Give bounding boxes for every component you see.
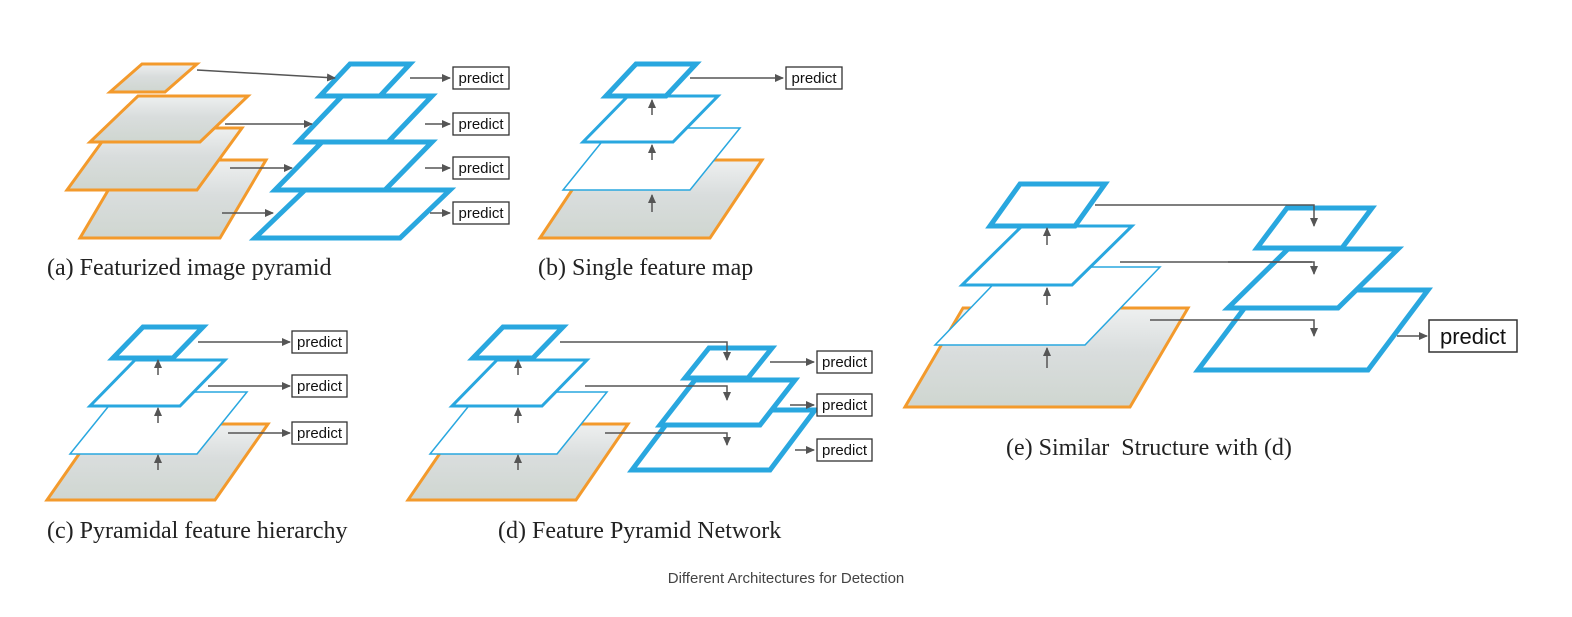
caption-a: (a) Featurized image pyramid [47,255,332,281]
arrow [196,69,336,82]
feature-map [985,181,1110,229]
diagram-a: predict predict predict predict (a) Feat… [47,61,510,281]
feature-map [86,358,229,408]
predict-box: predict [816,393,873,417]
diagram-c: predict predict predict (c) Pyramidal fe… [44,324,348,544]
caption-d: (d) Feature Pyramid Network [498,518,781,544]
svg-text:predict: predict [297,378,343,395]
predict-box: predict [452,201,510,225]
feature-map [269,139,438,193]
predict-box: predict [291,374,348,398]
predict-box: predict [452,156,510,180]
feature-map [600,61,702,99]
feature-map [1221,246,1405,311]
diagram-b: predict (b) Single feature map [537,61,843,281]
image-layer [106,62,201,94]
feature-map [292,93,438,145]
feature-map [958,224,1136,287]
svg-text:predict: predict [458,160,504,177]
arrow [585,385,731,401]
arrow [605,432,731,446]
svg-text:predict: predict [791,70,837,87]
svg-text:predict: predict [822,354,868,371]
feature-map [314,61,416,99]
feature-map [654,377,801,428]
arrow [1095,204,1318,227]
svg-text:predict: predict [297,334,343,351]
svg-text:predict: predict [297,425,343,442]
arrow [560,341,731,361]
image-layer [86,94,252,144]
feature-map [467,324,569,361]
svg-text:predict: predict [458,205,504,222]
predict-box: predict [816,438,873,462]
svg-text:predict: predict [822,397,868,414]
feature-map [679,345,778,381]
feature-map [579,94,722,144]
feature-map [1252,205,1377,251]
predict-box: predict [452,112,510,136]
predict-box: predict [785,66,843,90]
svg-text:predict: predict [1440,324,1506,349]
predict-box: predict [1428,319,1518,353]
svg-text:predict: predict [458,70,504,87]
predict-box: predict [291,330,348,354]
caption-e: (e) Similar Structure with (d) [1006,435,1292,461]
svg-text:predict: predict [458,116,504,133]
feature-map [448,358,591,408]
diagram-d: predict predict predict (d) Feature Pyra… [405,324,873,544]
arrow [1150,319,1318,337]
feature-map [107,324,209,361]
figure-caption: Different Architectures for Detection [667,570,905,587]
predict-box: predict [291,421,348,445]
arrow [1120,261,1318,275]
predict-box: predict [452,66,510,90]
caption-c: (c) Pyramidal feature hierarchy [47,518,348,544]
svg-text:predict: predict [822,442,868,459]
caption-b: (b) Single feature map [538,255,753,281]
predict-box: predict [816,350,873,374]
feature-map [248,187,457,241]
diagram-e: predict (e) Similar Structure with (d) [902,181,1518,461]
